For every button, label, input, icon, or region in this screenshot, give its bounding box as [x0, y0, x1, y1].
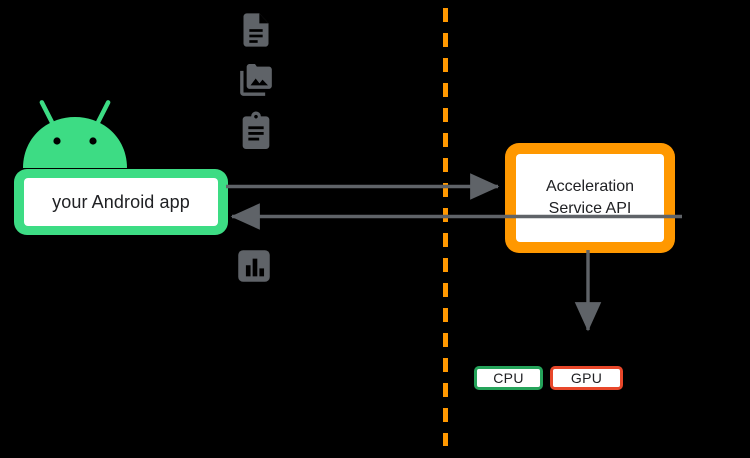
- cpu-chip-label: CPU: [493, 370, 524, 386]
- clipboard-icon: [242, 111, 270, 149]
- gpu-chip-label: GPU: [570, 370, 603, 386]
- android-app-label: your Android app: [52, 191, 190, 212]
- acceleration-service-api-box-inner: Acceleration Service API: [516, 154, 664, 242]
- document-icon: [243, 13, 269, 47]
- android-robot-icon: [23, 100, 127, 168]
- bar-chart-icon: [238, 250, 270, 282]
- android-app-box-inner: your Android app: [24, 178, 218, 226]
- cpu-chip[interactable]: CPU: [474, 366, 543, 390]
- acceleration-service-api-label-line1: Acceleration: [545, 178, 635, 195]
- device-boundary-divider: [443, 8, 448, 446]
- acceleration-service-api-box[interactable]: Acceleration Service API: [505, 143, 675, 253]
- gpu-chip[interactable]: GPU: [550, 366, 623, 390]
- photo-library-icon: [240, 64, 272, 96]
- android-app-box[interactable]: your Android app: [14, 169, 228, 235]
- acceleration-service-api-label-line2: Service API: [548, 200, 632, 217]
